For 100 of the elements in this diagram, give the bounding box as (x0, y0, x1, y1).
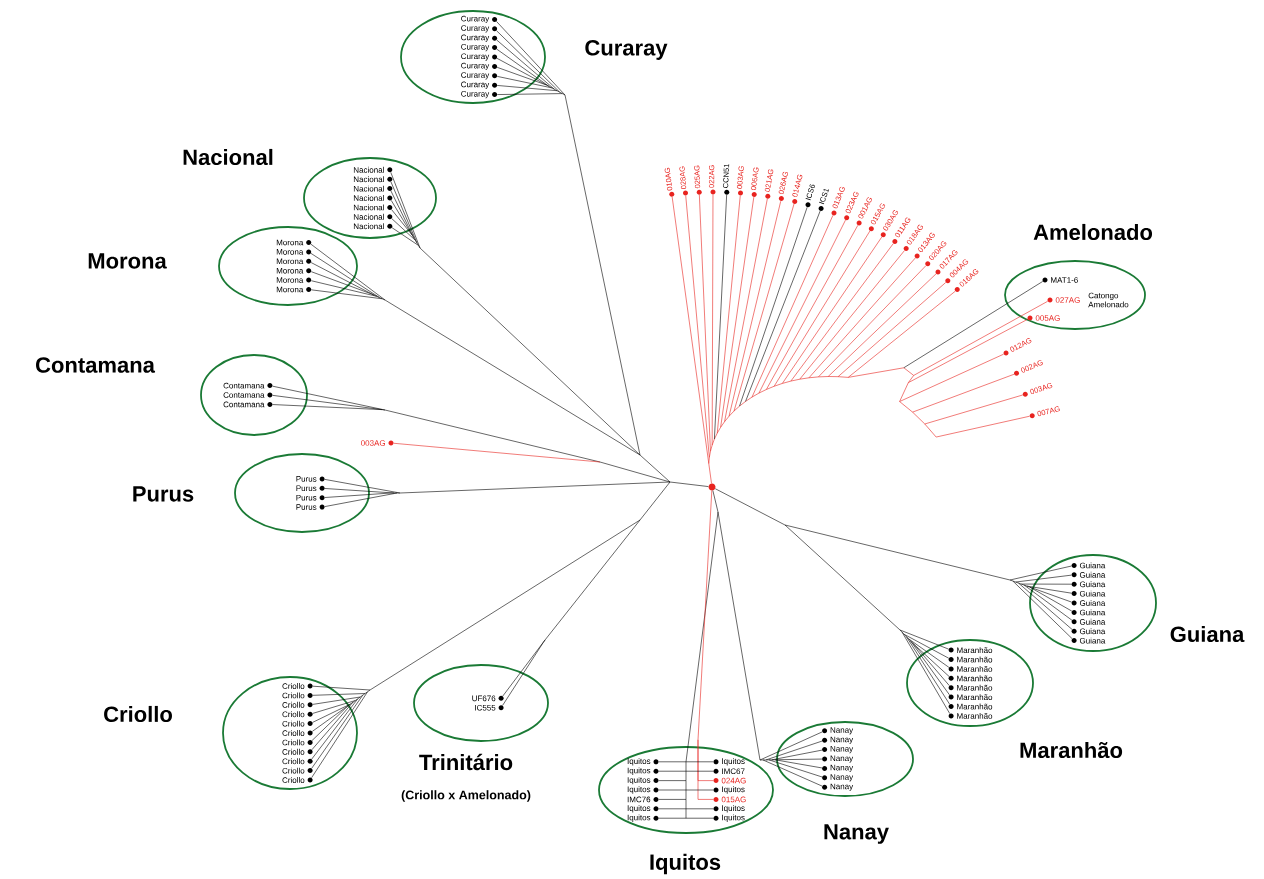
leaf-label: Nacional (353, 195, 393, 201)
branch-line (912, 642, 950, 677)
branch-line (717, 511, 761, 761)
branch-line (496, 30, 561, 93)
branch-line (762, 759, 823, 787)
branch-line (390, 181, 418, 244)
leaf-label: Curaray (461, 72, 498, 80)
branch-line (1012, 580, 1073, 640)
branch-line (910, 640, 950, 696)
branch-line (827, 273, 937, 377)
leaf-label: Maranhão (948, 675, 993, 682)
branch-line (379, 297, 383, 300)
leaf-label: Maranhão (948, 703, 993, 710)
leaf-label: Guiana (1071, 637, 1106, 644)
leaf-label: Curaray (461, 15, 498, 24)
branch-line (799, 250, 905, 380)
leaf-label: Criollo (282, 767, 313, 774)
clade-title: Curaray (585, 40, 668, 60)
branch-line (310, 253, 380, 298)
branch-line (837, 282, 947, 377)
branch-line (912, 373, 1015, 413)
branch-line (671, 196, 710, 464)
branch-line (758, 389, 767, 394)
leaf-label: 027AG (1047, 297, 1080, 303)
branch-line (685, 799, 687, 810)
leaf-label: Iquitos (627, 814, 659, 822)
branch-line (391, 218, 416, 241)
branch-line (908, 638, 950, 668)
leaf-label: IMC76 (627, 796, 659, 803)
branch-line (639, 454, 671, 483)
clade-title: Nacional (183, 148, 273, 166)
clade-title: Iquitos (650, 853, 721, 875)
branch-line (914, 644, 950, 686)
branch-line (658, 789, 687, 791)
branch-line (1021, 583, 1072, 585)
leaf-label: Criollo (282, 701, 313, 708)
branch-line (391, 227, 419, 246)
branch-line (777, 758, 823, 761)
branch-line (808, 257, 916, 379)
branch-line (685, 195, 710, 458)
branch-line (818, 265, 927, 378)
leaf-label: Maranhão (948, 694, 993, 701)
leaf-label: UF676 (472, 695, 504, 702)
branch-line (714, 194, 727, 440)
branch-line (710, 444, 713, 452)
branch-line (419, 247, 641, 456)
branch-line (1023, 584, 1028, 587)
branch-line (658, 770, 687, 772)
leaf-label: Purus (296, 494, 325, 501)
leaf-label: Purus (296, 485, 325, 492)
branch-line (390, 200, 411, 233)
branch-line (310, 262, 375, 296)
branch-line (502, 639, 546, 697)
branch-line (551, 87, 555, 90)
branch-line (712, 490, 719, 513)
branch-line (369, 519, 641, 691)
branch-line (1029, 586, 1073, 612)
leaf-label: Morona (276, 239, 312, 246)
leaf-label: Guiana (1071, 581, 1106, 588)
clade-title: Morona (88, 253, 167, 269)
leaf-label: Criollo (282, 758, 313, 765)
branch-line (658, 761, 687, 763)
branch-line (818, 376, 829, 378)
leaf-label: Curaray (461, 81, 498, 89)
leaf-label: Morona (276, 258, 312, 265)
leaf-label: Guiana (1071, 571, 1106, 578)
branch-line (311, 698, 359, 760)
branch-line (544, 519, 641, 641)
branch-line (312, 700, 356, 714)
branch-line (418, 245, 421, 249)
branch-line (715, 488, 786, 526)
branch-line (745, 210, 821, 402)
branch-line (774, 759, 823, 769)
branch-line (708, 463, 712, 484)
branch-line (724, 415, 730, 422)
leaf-label: Iquitos (627, 786, 659, 794)
branch-line (759, 759, 764, 761)
leaf-label: Nacional (353, 223, 393, 230)
branch-line (685, 761, 687, 772)
branch-line (496, 58, 545, 84)
branch-line (311, 701, 354, 751)
leaf-label: Nacional (353, 176, 393, 183)
branch-line (324, 488, 395, 494)
branch-line (685, 770, 714, 772)
leaf-label: Guiana (1071, 628, 1106, 635)
clade-title: Amelonado (1033, 223, 1153, 241)
branch-line (739, 207, 808, 407)
branch-line (546, 84, 550, 87)
branch-line (768, 759, 773, 761)
leaf-label: Nacional (353, 213, 393, 220)
branch-line (847, 291, 956, 378)
branch-line (669, 481, 709, 487)
branch-line (381, 298, 386, 301)
branch-line (784, 524, 1011, 581)
branch-line (758, 219, 846, 394)
leaf-label: Iquitos (627, 767, 659, 775)
leaf-label: Morona (276, 249, 312, 255)
branch-line (548, 86, 553, 89)
leaf-label: 024AG (713, 777, 746, 784)
leaf-label: Nacional (353, 185, 393, 192)
